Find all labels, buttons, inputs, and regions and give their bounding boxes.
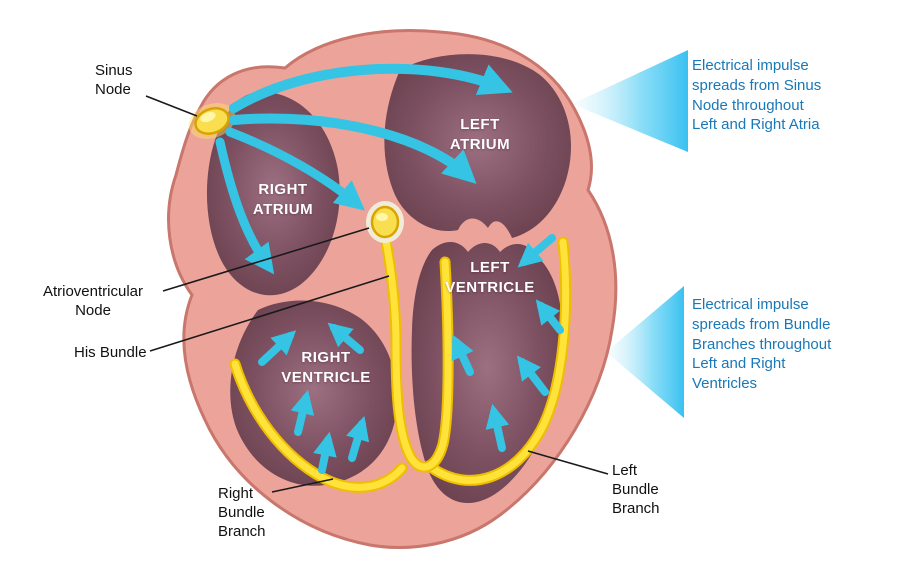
label-av-node: Atrioventricular Node [42, 283, 144, 319]
label-left-atrium: LEFT ATRIUM [449, 115, 511, 153]
pointer-left-bundle-branch [527, 450, 609, 475]
callout-wedge-ventricles [606, 286, 684, 418]
pointer-right-bundle-branch [271, 478, 334, 493]
impulse-arrows [215, 63, 564, 474]
arrow-rv-1 [258, 330, 297, 366]
label-right-bundle-branch: Right Bundle Branch [218, 485, 266, 540]
sinus-node [188, 103, 236, 139]
pointer-lines [145, 95, 609, 493]
annotation-atria: Electrical impulse spreads from Sinus No… [692, 57, 822, 134]
pointer-sinus-node [145, 95, 198, 117]
right-bundle-branch-core [231, 360, 406, 491]
arrow-sa-to-av-node [225, 127, 365, 211]
label-sinus-node: Sinus Node [95, 62, 133, 98]
arrow-lv-3 [451, 334, 474, 376]
av-node [366, 201, 404, 243]
annotation-ventricles: Electrical impulse spreads from Bundle B… [692, 296, 832, 393]
conduction-system [188, 103, 572, 493]
arrow-lv-2 [485, 403, 510, 452]
label-his-bundle: His Bundle [74, 344, 147, 361]
arrow-sa-to-left-atrium [229, 113, 477, 184]
label-left-bundle-branch: Left Bundle Branch [612, 462, 660, 517]
arrow-lv-1 [516, 355, 549, 396]
label-left-ventricle: LEFT VENTRICLE [445, 258, 535, 296]
label-right-ventricle: RIGHT VENTRICLE [281, 348, 371, 386]
arrow-la-to-lv-inflow [517, 234, 556, 268]
his-bundle-core [381, 232, 452, 471]
arrow-sa-down-right-atrium [215, 137, 275, 275]
right-atrium-chamber [206, 92, 340, 296]
arrow-rv-5 [313, 431, 337, 474]
arrow-rv-2 [327, 322, 364, 354]
arrow-rv-4 [346, 415, 370, 462]
callout-wedge-atria [572, 50, 688, 152]
arrow-sa-to-left-atrium-top [229, 63, 513, 113]
arrow-lv-4 [535, 299, 564, 334]
left-atrium-chamber [384, 54, 571, 238]
pointer-av-node [162, 227, 370, 292]
left-bundle-branch-core [428, 238, 570, 484]
pointer-his-bundle [149, 275, 390, 352]
arrow-rv-3 [290, 389, 315, 436]
label-right-atrium: RIGHT ATRIUM [252, 180, 314, 218]
